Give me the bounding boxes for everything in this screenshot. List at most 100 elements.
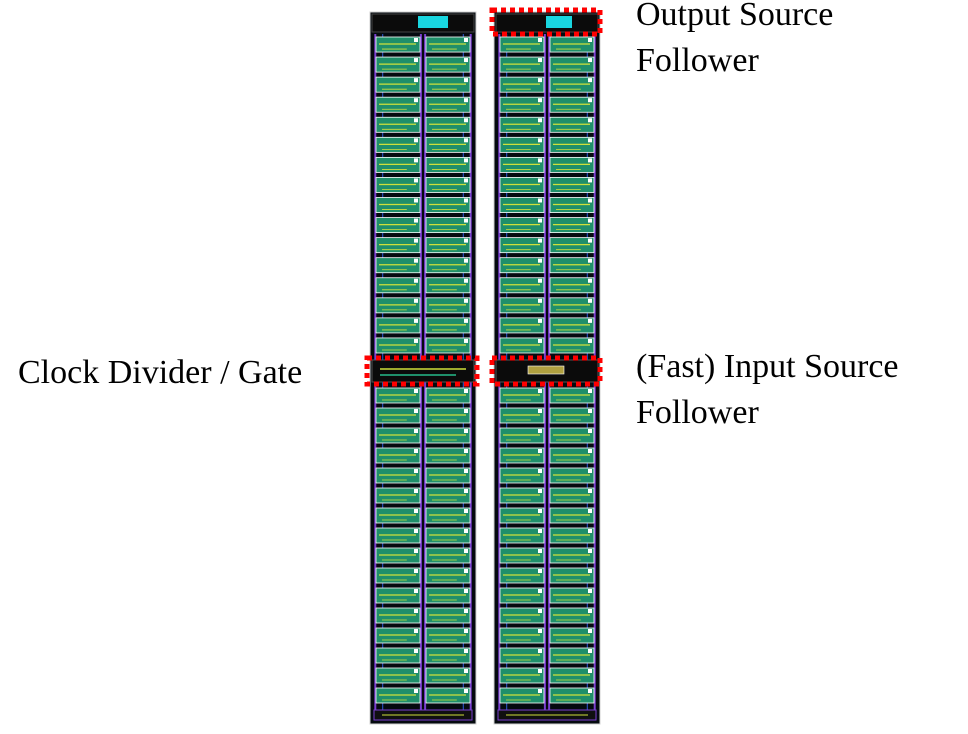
sampling-cell — [425, 116, 471, 133]
output-source-follower-highlight — [489, 7, 603, 37]
sampling-cell — [375, 297, 421, 314]
sampling-cell — [425, 527, 471, 544]
sampling-cell — [375, 527, 421, 544]
sampling-cell — [499, 96, 545, 113]
contact-via — [538, 469, 542, 473]
sampling-cell — [499, 116, 545, 133]
sampling-cell — [549, 547, 595, 564]
sampling-cell — [425, 217, 471, 234]
contact-via — [464, 509, 468, 513]
sampling-cell — [549, 76, 595, 93]
contact-via — [464, 389, 468, 393]
sampling-cell — [375, 317, 421, 334]
sampling-cell — [499, 667, 545, 684]
contact-via — [588, 689, 592, 693]
contact-via — [588, 609, 592, 613]
contact-via — [538, 238, 542, 243]
sampling-cell — [375, 96, 421, 113]
sampling-cell — [425, 607, 471, 624]
contact-via — [588, 38, 592, 42]
contact-via — [588, 98, 592, 103]
sampling-cell — [375, 36, 421, 53]
sampling-cell — [499, 297, 545, 314]
sampling-cell — [375, 76, 421, 93]
contact-via — [464, 78, 468, 83]
sampling-cell — [425, 56, 471, 73]
contact-via — [538, 98, 542, 103]
contact-via — [414, 198, 418, 203]
sampling-cell — [549, 467, 595, 484]
contact-via — [414, 589, 418, 593]
sampling-cell — [375, 587, 421, 604]
sampling-cell — [549, 237, 595, 254]
sampling-cell — [549, 277, 595, 294]
sampling-cell — [549, 156, 595, 173]
sampling-cell — [499, 407, 545, 424]
contact-via — [464, 489, 468, 493]
sampling-cell — [375, 447, 421, 464]
contact-via — [588, 529, 592, 533]
sampling-cell — [499, 317, 545, 334]
contact-via — [414, 649, 418, 653]
sampling-cell — [499, 447, 545, 464]
contact-via — [464, 318, 468, 323]
sampling-cell — [499, 136, 545, 153]
sampling-cell — [549, 607, 595, 624]
left-layout-column — [369, 11, 477, 725]
contact-via — [538, 509, 542, 513]
contact-via — [588, 569, 592, 573]
contact-via — [414, 669, 418, 673]
sampling-cell — [375, 507, 421, 524]
contact-via — [464, 178, 468, 183]
contact-via — [414, 689, 418, 693]
sampling-cell — [425, 96, 471, 113]
sampling-cell — [375, 687, 421, 704]
contact-via — [464, 118, 468, 123]
sampling-cell — [499, 217, 545, 234]
sampling-cell — [549, 427, 595, 444]
sampling-cell — [375, 607, 421, 624]
contact-via — [464, 609, 468, 613]
sampling-cell — [549, 667, 595, 684]
sampling-cell — [375, 387, 421, 404]
sampling-cell — [425, 76, 471, 93]
contact-via — [588, 278, 592, 283]
contact-via — [588, 629, 592, 633]
sampling-cell — [549, 317, 595, 334]
contact-via — [538, 298, 542, 303]
sampling-cell — [499, 547, 545, 564]
sampling-cell — [499, 197, 545, 213]
contact-via — [588, 298, 592, 303]
contact-via — [538, 649, 542, 653]
contact-via — [538, 138, 542, 143]
contact-via — [414, 98, 418, 103]
input-source-follower-label-line1: (Fast) Input Source — [636, 348, 899, 385]
lower-cell-array — [375, 387, 471, 704]
output-source-follower-label-line2: Follower — [636, 42, 759, 79]
sampling-cell — [425, 667, 471, 684]
sampling-cell — [549, 507, 595, 524]
contact-via — [464, 298, 468, 303]
contact-via — [588, 78, 592, 83]
input-follower-block — [495, 359, 599, 383]
contact-via — [538, 178, 542, 183]
sampling-cell — [375, 217, 421, 234]
sampling-cell — [375, 487, 421, 504]
contact-via — [464, 38, 468, 42]
contact-via — [464, 529, 468, 533]
contact-via — [538, 218, 542, 223]
sampling-cell — [549, 587, 595, 604]
contact-via — [538, 529, 542, 533]
sampling-cell — [499, 387, 545, 404]
sampling-cell — [499, 237, 545, 254]
contact-via — [414, 549, 418, 553]
clock-divider-highlight — [364, 355, 480, 387]
sampling-cell — [499, 36, 545, 53]
sampling-cell — [549, 96, 595, 113]
contact-via — [414, 218, 418, 223]
sampling-cell — [425, 257, 471, 274]
sampling-cell — [425, 627, 471, 644]
sampling-cell — [499, 56, 545, 73]
